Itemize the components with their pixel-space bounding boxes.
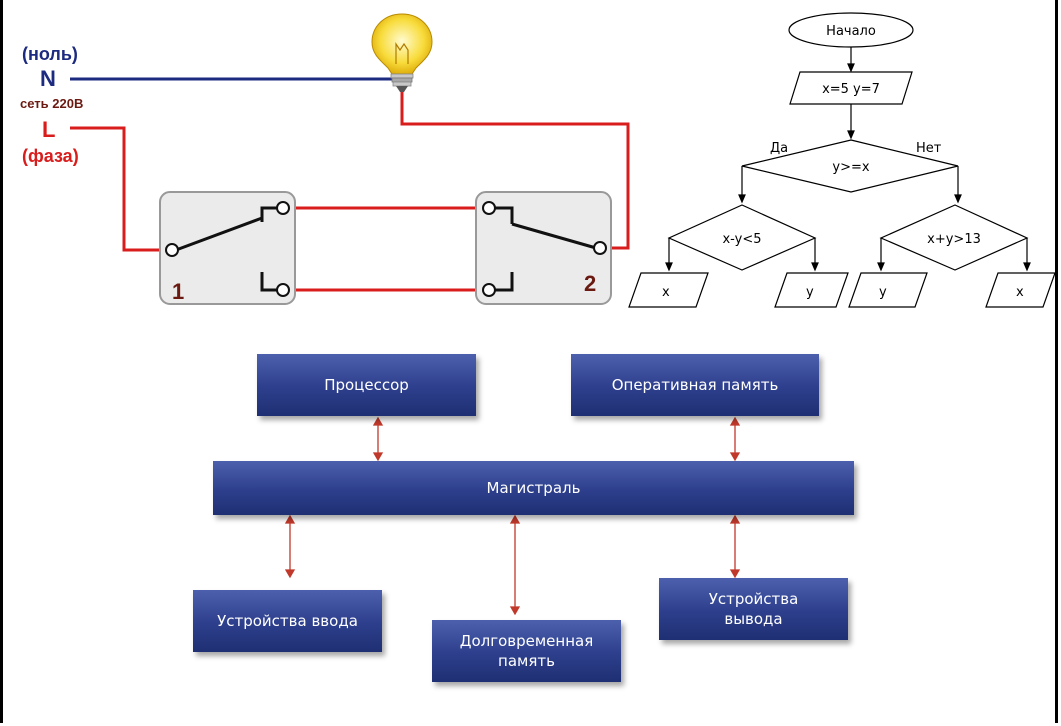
neutral-letter: N bbox=[40, 66, 56, 91]
flowchart-output-1 bbox=[628, 272, 709, 308]
ram-box: Оперативная память bbox=[571, 354, 819, 416]
input-devices-box: Устройства ввода bbox=[193, 590, 382, 652]
switch-1-top-contact bbox=[260, 206, 280, 222]
flowchart-output-1-label: x bbox=[662, 285, 670, 300]
phase-title: (фаза) bbox=[22, 146, 79, 166]
lamp-return-wire bbox=[400, 90, 630, 250]
flowchart-output-4-label: x bbox=[1016, 285, 1024, 300]
flowchart-output-2-label: y bbox=[806, 285, 814, 300]
switch-2-terminal-top bbox=[482, 201, 496, 215]
bus-arrows bbox=[284, 416, 741, 616]
phase-wire bbox=[70, 126, 164, 252]
flowchart-no-label: Нет bbox=[916, 141, 942, 156]
flowchart-output-2 bbox=[774, 272, 849, 308]
switch-1-terminal-in bbox=[165, 243, 179, 257]
flowchart-output-3 bbox=[848, 272, 928, 308]
flowchart-right-condition bbox=[879, 204, 1029, 271]
switch-1-bottom-contact bbox=[260, 272, 280, 292]
switch-2-box bbox=[475, 191, 612, 305]
flowchart-output-4 bbox=[985, 272, 1056, 308]
switch-2-bottom-contact bbox=[494, 272, 514, 292]
flowchart-output-3-label: y bbox=[879, 285, 887, 300]
bus-box: Магистраль bbox=[213, 461, 854, 515]
flowchart bbox=[628, 12, 1056, 308]
switch-1-number: 1 bbox=[172, 279, 184, 304]
flowchart-input bbox=[789, 71, 913, 105]
flowchart-input-label: x=5 y=7 bbox=[822, 82, 880, 97]
switch-1-terminal-bottom bbox=[276, 283, 290, 297]
flowchart-left-condition-label: x-y<5 bbox=[722, 232, 761, 247]
flowchart-condition-label: y>=x bbox=[832, 160, 869, 175]
output-devices-box: Устройства вывода bbox=[659, 578, 848, 640]
flowchart-start-label: Начало bbox=[826, 24, 876, 39]
flowchart-left-condition bbox=[667, 204, 817, 271]
flowchart-right-condition-label: x+y>13 bbox=[927, 232, 981, 247]
switch-2-terminal-bottom bbox=[482, 283, 496, 297]
neutral-title: (ноль) bbox=[22, 44, 78, 64]
storage-box: Долговременная память bbox=[432, 620, 621, 682]
network-label: сеть 220В bbox=[20, 96, 83, 111]
switch-2-lever bbox=[511, 222, 597, 250]
light-bulb-icon bbox=[371, 13, 433, 92]
processor-box: Процессор bbox=[257, 354, 476, 416]
flowchart-condition bbox=[741, 139, 959, 193]
switch-2-terminal-out bbox=[593, 241, 607, 255]
switch-1-lever bbox=[175, 216, 263, 252]
switch-2-number: 2 bbox=[584, 271, 596, 296]
flowchart-yes-label: Да bbox=[770, 141, 788, 156]
phase-letter: L bbox=[42, 117, 55, 142]
switch-1-terminal-top bbox=[276, 201, 290, 215]
switch-2-top-contact bbox=[494, 206, 514, 224]
